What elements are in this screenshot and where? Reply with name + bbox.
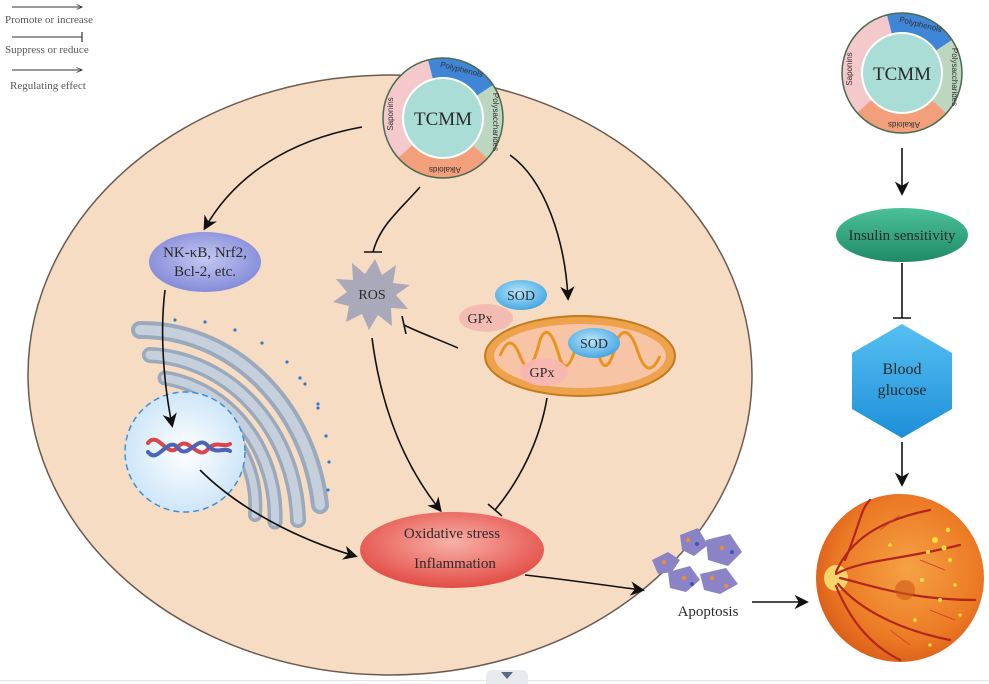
stress-label: Oxidative stress bbox=[404, 526, 500, 542]
retina-fundus-icon bbox=[816, 494, 984, 662]
tcmm-label-right: TCMM bbox=[873, 64, 931, 85]
glucose-node: Blood glucose bbox=[852, 324, 952, 438]
legend-suppress-label: Suppress or reduce bbox=[5, 44, 89, 56]
pathway-label-line2: Bcl-2, etc. bbox=[174, 264, 236, 280]
suppress-insulin-to-glucose bbox=[893, 263, 911, 319]
segment-alkaloids-right: Alkaloids bbox=[888, 120, 920, 129]
tcmm-wheel-cell: TCMM Polyphenols Polysaccharides Alkaloi… bbox=[382, 57, 504, 179]
apoptosis-label: Apoptosis bbox=[678, 604, 739, 620]
segment-saponins-cell: Saponins bbox=[386, 97, 395, 130]
legend-promote-label: Promote or increase bbox=[5, 14, 93, 26]
ros-label: ROS bbox=[358, 288, 385, 303]
mitochondrion: GPx SOD bbox=[484, 315, 676, 397]
segment-alkaloids-cell: Alkaloids bbox=[429, 165, 461, 174]
cell-arrows bbox=[161, 126, 575, 560]
apoptotic-cells-icon bbox=[652, 528, 742, 594]
nucleus bbox=[124, 391, 246, 513]
pathway-node: NK-κB, Nrf2, Bcl-2, etc. bbox=[149, 232, 261, 292]
dna-icon bbox=[146, 437, 232, 458]
stress-node: Oxidative stress Inflammation bbox=[360, 512, 544, 588]
arrow-stress-to-apoptosis bbox=[524, 574, 645, 596]
segment-polysaccharides-right: Polysaccharides bbox=[950, 48, 959, 106]
chevron-down-icon bbox=[501, 672, 513, 679]
sod-label-free: SOD bbox=[507, 289, 535, 304]
free-antioxidants: GPx SOD bbox=[459, 280, 547, 332]
gpx-label-free: GPx bbox=[468, 312, 493, 327]
insulin-node: Insulin sensitivity bbox=[836, 208, 968, 262]
tcmm-label-cell: TCMM bbox=[414, 109, 472, 130]
inflammation-label: Inflammation bbox=[414, 556, 496, 572]
segment-saponins-right: Saponins bbox=[845, 52, 854, 85]
insulin-label: Insulin sensitivity bbox=[848, 228, 956, 244]
segment-polysaccharides-cell: Polysaccharides bbox=[491, 93, 500, 151]
legend: Promote or increase Suppress or reduce R… bbox=[5, 7, 93, 92]
glucose-label-line1: Blood bbox=[882, 361, 921, 378]
legend-regulate-label: Regulating effect bbox=[10, 80, 86, 92]
tcmm-wheel-right: TCMM Polyphenols Polysaccharides Alkaloi… bbox=[841, 12, 963, 134]
ros-node: ROS bbox=[333, 259, 410, 330]
pathway-label-line1: NK-κB, Nrf2, bbox=[163, 245, 247, 261]
glucose-label-line2: glucose bbox=[878, 382, 927, 399]
sod-label-mito: SOD bbox=[580, 337, 608, 352]
scroll-down-button[interactable] bbox=[486, 670, 528, 684]
gpx-label-mito: GPx bbox=[530, 366, 555, 381]
